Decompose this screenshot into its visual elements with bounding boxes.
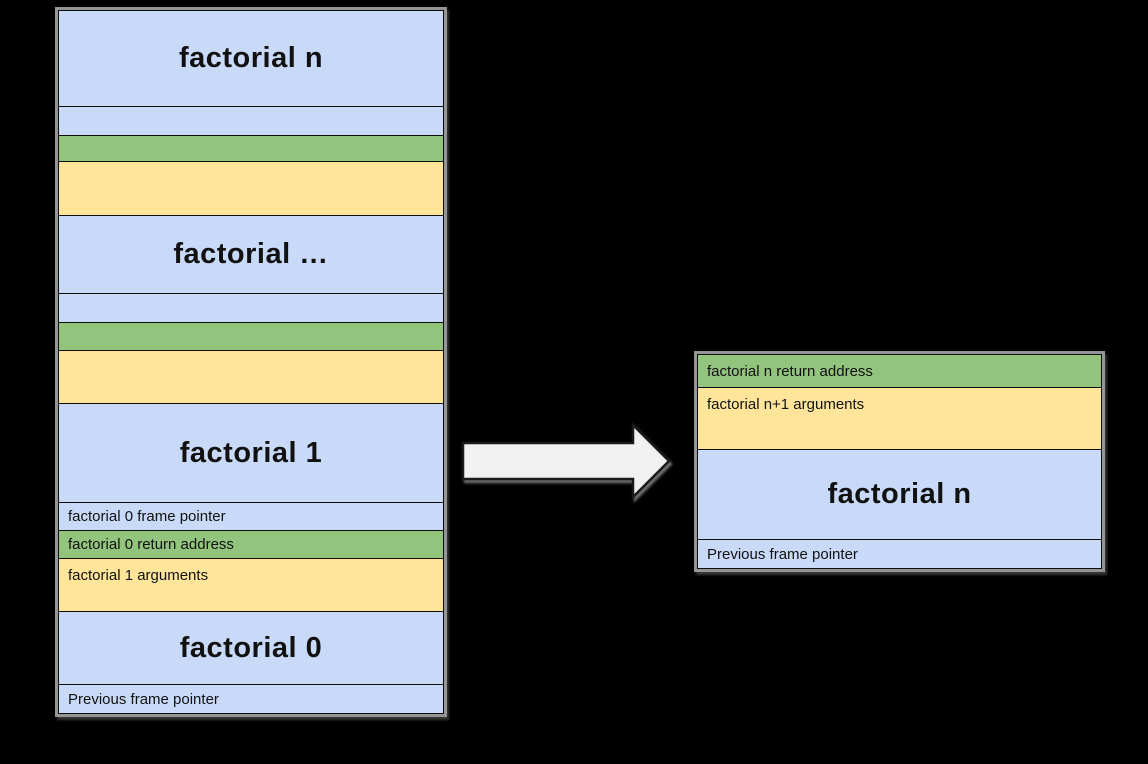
frame-label-factorial-0-text: factorial 0 bbox=[179, 631, 323, 664]
factorial-n-plus-1-arguments-slot: factorial n+1 arguments bbox=[698, 388, 1101, 450]
factorial-1-arguments-slot: factorial 1 arguments bbox=[59, 559, 443, 612]
frame-label-factorial-dots: factorial … bbox=[59, 216, 443, 294]
factorial-0-return-address-slot-text: factorial 0 return address bbox=[68, 536, 234, 553]
frame-pointer-slot bbox=[59, 294, 443, 323]
arguments-slot bbox=[59, 351, 443, 404]
arguments-slot bbox=[59, 162, 443, 216]
factorial-0-frame-pointer-slot: factorial 0 frame pointer bbox=[59, 503, 443, 531]
frame-label-factorial-n: factorial n bbox=[698, 450, 1101, 540]
return-address-slot bbox=[59, 323, 443, 351]
left-call-stack: factorial n factorial … factorial 1 factori… bbox=[55, 7, 447, 717]
frame-label-factorial-n-text: factorial n bbox=[178, 42, 324, 74]
right-arrow-icon bbox=[461, 421, 671, 501]
optimized-stack-frame: factorial n return address factorial n+1 … bbox=[694, 351, 1105, 572]
factorial-n-plus-1-arguments-slot-text: factorial n+1 arguments bbox=[707, 396, 865, 413]
frame-label-factorial-dots-text: factorial … bbox=[173, 238, 329, 270]
factorial-0-frame-pointer-slot-text: factorial 0 frame pointer bbox=[68, 508, 226, 525]
frame-label-factorial-1-text: factorial 1 bbox=[179, 436, 323, 469]
frame-label-factorial-0: factorial 0 bbox=[59, 612, 443, 685]
return-address-slot bbox=[59, 136, 443, 162]
factorial-1-arguments-slot-text: factorial 1 arguments bbox=[68, 567, 209, 584]
frame-label-factorial-n-text: factorial n bbox=[827, 478, 972, 510]
optimized-stack-frame-rows: factorial n return address factorial n+1 … bbox=[697, 354, 1102, 569]
left-call-stack-frames: factorial n factorial … factorial 1 factori… bbox=[58, 10, 444, 714]
previous-frame-pointer-slot-text: Previous frame pointer bbox=[707, 545, 858, 563]
frame-label-factorial-n: factorial n bbox=[59, 11, 443, 107]
previous-frame-pointer-slot-text: Previous frame pointer bbox=[68, 690, 219, 708]
previous-frame-pointer-slot: Previous frame pointer bbox=[698, 540, 1101, 568]
factorial-n-return-address-slot-text: factorial n return address bbox=[707, 362, 873, 380]
frame-pointer-slot bbox=[59, 107, 443, 136]
factorial-0-return-address-slot: factorial 0 return address bbox=[59, 531, 443, 559]
factorial-n-return-address-slot: factorial n return address bbox=[698, 355, 1101, 388]
previous-frame-pointer-slot: Previous frame pointer bbox=[59, 685, 443, 713]
frame-label-factorial-1: factorial 1 bbox=[59, 404, 443, 503]
